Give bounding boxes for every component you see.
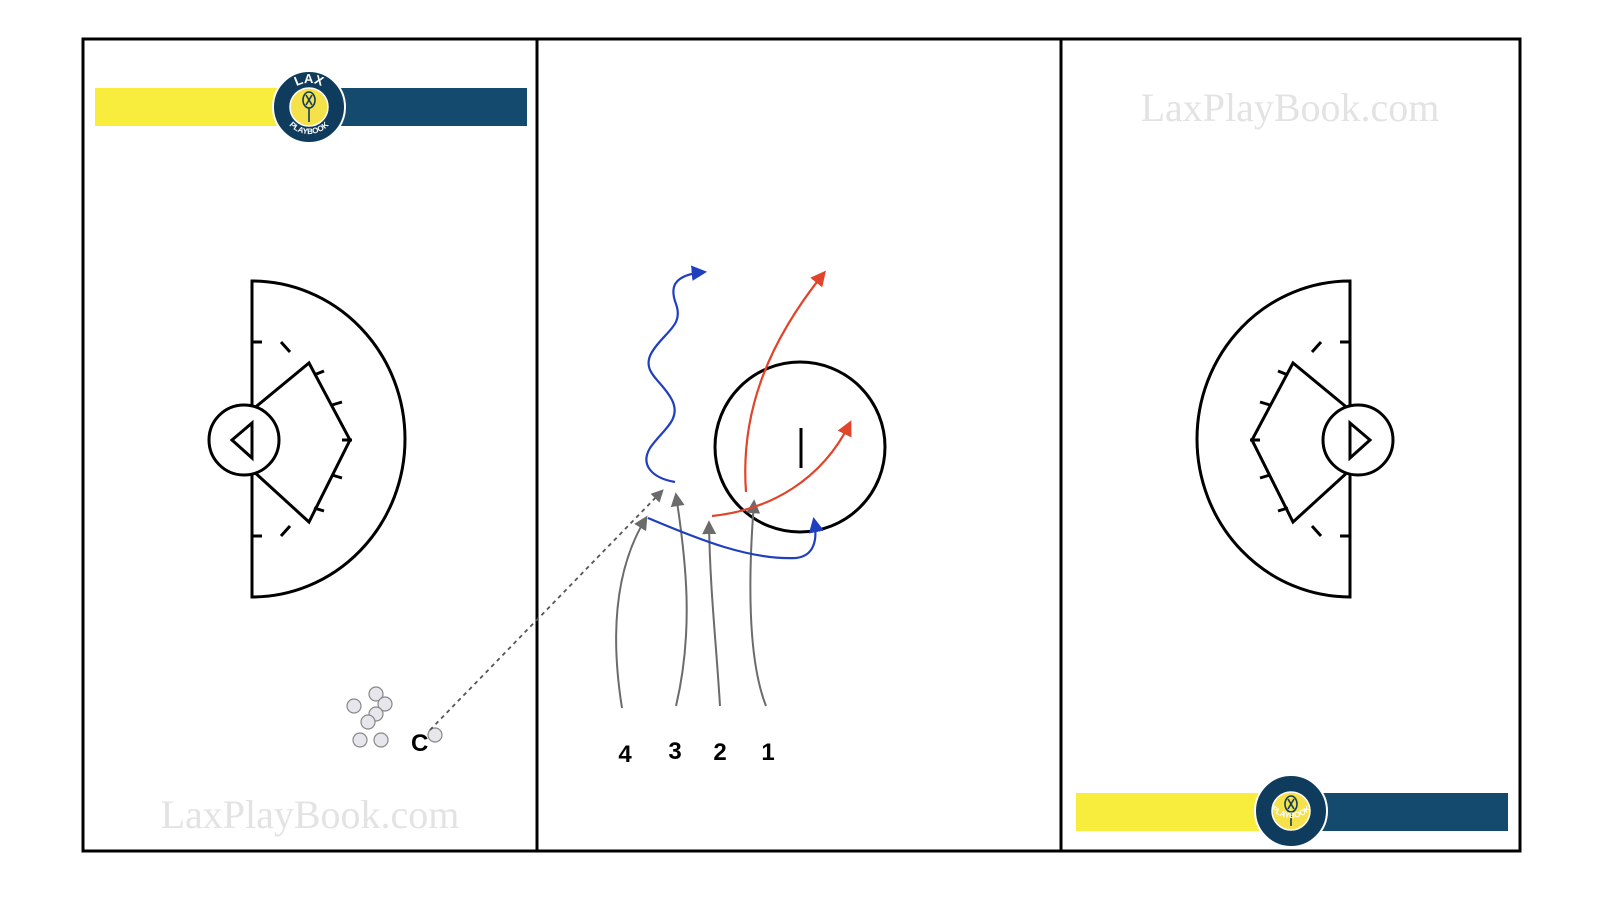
logo-top-text: LAX [1274, 755, 1308, 773]
blue-pass-path [647, 516, 824, 560]
watermark-top-right: LaxPlayBook.com [1141, 85, 1440, 130]
lacrosse-stick-icon [302, 91, 316, 122]
player-lines [615, 492, 767, 709]
left-goal-area [207, 279, 407, 599]
coach-label: C [411, 730, 428, 757]
left-crease [207, 403, 281, 477]
center-circle [713, 360, 887, 534]
ball-icon [346, 698, 362, 714]
ball-icon [352, 732, 368, 748]
logo-top-text: LAX [292, 71, 326, 89]
logo-banner-top: LAX PLAYBOOK [95, 70, 527, 144]
watermark-bottom-left: LaxPlayBook.com [161, 792, 460, 837]
right-goal-icon [1348, 419, 1373, 462]
player-labels: 4 3 2 1 [618, 738, 774, 768]
coach-pass-line [429, 489, 664, 731]
ball-icon [427, 727, 443, 743]
right-goal-area [1195, 279, 1395, 599]
right-goal-arc [1195, 279, 1352, 599]
red-cut-path-1 [744, 270, 826, 493]
ball-icon [373, 732, 389, 748]
ball-icon [377, 696, 393, 712]
left-goal-icon [229, 419, 254, 462]
lacrosse-stick-icon [1284, 795, 1298, 826]
player-2-line [702, 520, 721, 707]
ball-icon [360, 714, 376, 730]
logo-bottom-text: PLAYBOOK [288, 120, 331, 136]
player-4-line [615, 515, 648, 709]
ball-pile [346, 686, 443, 748]
player-2-label: 2 [713, 739, 726, 766]
lax-playbook-logo: LAX PLAYBOOK [272, 70, 346, 144]
blue-dodge-path [645, 265, 708, 484]
lax-playbook-logo: LAX PLAYBOOK [1254, 755, 1328, 848]
logo-banner-bottom: LAX PLAYBOOK [1076, 755, 1508, 848]
player-1-label: 1 [761, 739, 774, 766]
right-crease [1321, 403, 1395, 477]
ball-icon [368, 686, 384, 702]
player-3-label: 3 [668, 738, 681, 765]
player-4-label: 4 [618, 741, 632, 768]
player-1-line [746, 499, 767, 707]
red-cut-path-2 [711, 420, 852, 518]
player-3-line [670, 492, 688, 707]
field-boundary [81, 37, 1522, 853]
logo-bottom-text: PLAYBOOK [1270, 804, 1313, 820]
left-goal-arc [250, 279, 407, 599]
